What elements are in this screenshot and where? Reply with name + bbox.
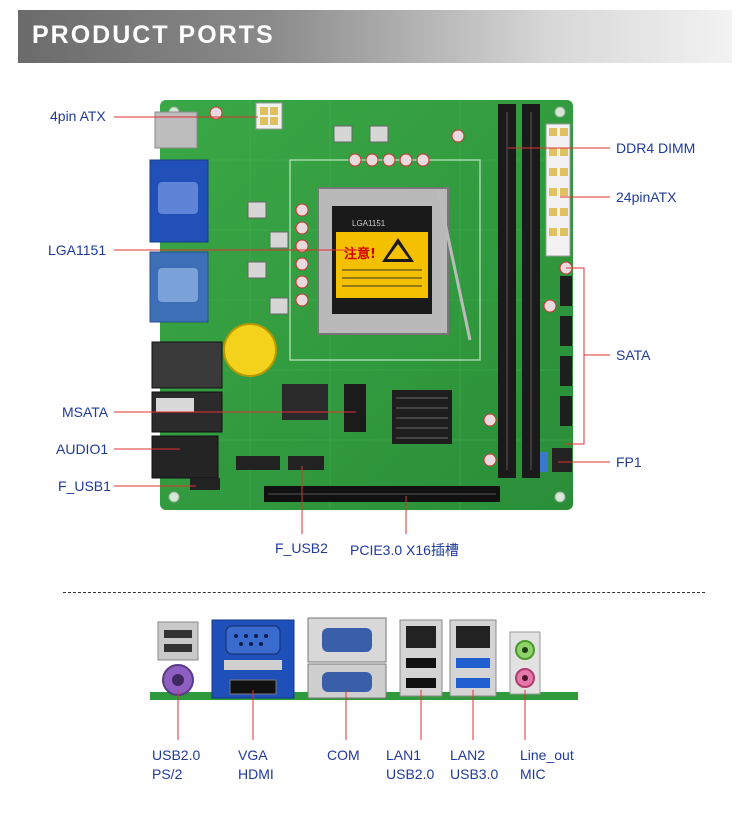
label-io-ps2: PS/2 [152, 766, 183, 782]
label-fp1: FP1 [616, 454, 642, 470]
warning-label [336, 232, 428, 298]
label-io-lan2: LAN2 [450, 747, 486, 763]
label-msata: MSATA [62, 404, 109, 420]
label-4pin-atx: 4pin ATX [50, 108, 106, 124]
label-pcie-slot: PCIE3.0 X16插槽 [350, 542, 459, 558]
fp1-header [552, 448, 572, 472]
fusb1-header [190, 478, 220, 490]
section-header: PRODUCT PORTS [18, 10, 732, 63]
label-io-lan1-usb20: USB2.0 [386, 766, 435, 782]
msata-slot [344, 384, 366, 432]
label-io-audio: Line_out MIC [520, 746, 574, 784]
io-audio-jack [151, 435, 219, 479]
label-io-lan1-usb: LAN1 USB2.0 [386, 746, 434, 784]
fusb2-header [288, 456, 324, 470]
label-io-lan1: LAN1 [386, 747, 422, 763]
label-io-com: COM [327, 747, 360, 763]
label-io-usb20: USB2.0 [152, 747, 201, 763]
chipset [282, 384, 328, 420]
label-sata: SATA [616, 347, 651, 363]
leader-sata [566, 267, 585, 445]
label-io-usb30: USB3.0 [450, 766, 499, 782]
label-io-usb-ps2: USB2.0 PS/2 [152, 746, 200, 784]
label-io-mic: MIC [520, 766, 546, 782]
cmos-battery [223, 323, 277, 377]
sata-port-1 [560, 276, 572, 306]
section-title: PRODUCT PORTS [32, 21, 275, 49]
label-io-hdmi: HDMI [238, 766, 274, 782]
label-lga1151: LGA1151 [48, 242, 107, 258]
label-ddr4-dimm: DDR4 DIMM [616, 140, 696, 156]
label-io-lan2-usb: LAN2 USB3.0 [450, 746, 498, 784]
warning-text: 注意! [344, 246, 376, 262]
label-f-usb1: F_USB1 [58, 478, 111, 494]
io-lan-stack [151, 341, 223, 389]
label-io-lineout: Line_out [520, 747, 574, 763]
label-io-vga: VGA [238, 747, 268, 763]
sata-port-2 [560, 316, 572, 346]
label-io-vga-hdmi: VGA HDMI [238, 746, 274, 784]
io-usb-block [157, 621, 199, 661]
label-24pin-atx: 24pinATX [616, 189, 677, 205]
socket-chip-text: LGA1151 [352, 219, 386, 228]
label-audio1: AUDIO1 [56, 441, 109, 457]
section-divider [63, 592, 705, 593]
sata-port-4 [560, 396, 572, 426]
atx4pin-connector [255, 102, 283, 130]
label-f-usb2: F_USB2 [275, 540, 328, 556]
io-usb-stack [154, 111, 198, 149]
sata-port-3 [560, 356, 572, 386]
